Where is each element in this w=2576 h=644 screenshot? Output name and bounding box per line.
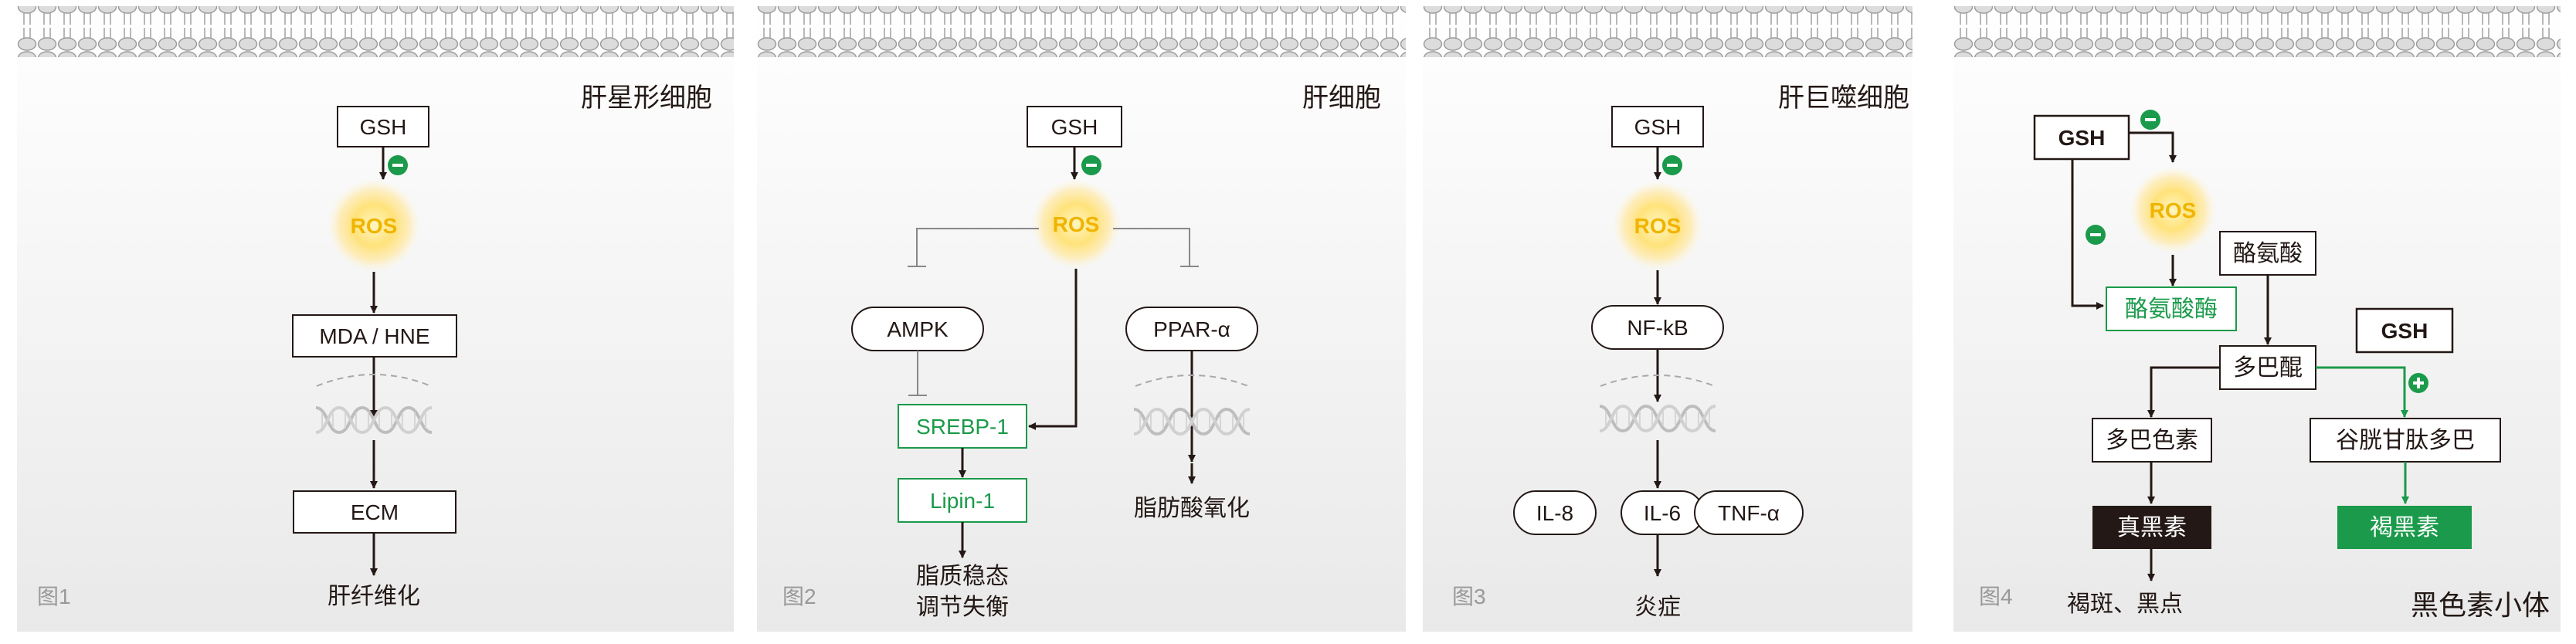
panel-hepatocyte: 肝细胞 GSH ROS AMPK PPAR-α SREBP-1 Lipin-1 … bbox=[757, 6, 1406, 632]
tnf-pill bbox=[1694, 490, 1804, 535]
srebp-box bbox=[898, 404, 1027, 449]
minus-icon bbox=[1086, 164, 1097, 167]
ros-glow bbox=[328, 179, 420, 272]
outcome-label: 褐斑、黑点 bbox=[2067, 591, 2183, 617]
gsh-top-box bbox=[2033, 114, 2130, 161]
panel-title: 黑色素小体 bbox=[2411, 589, 2550, 621]
pheomelanin-label: 褐黑素 bbox=[2370, 515, 2439, 541]
lipin-label: Lipin-1 bbox=[930, 489, 995, 513]
dopachrome-label: 多巴色素 bbox=[2106, 428, 2198, 453]
panel-title: 肝巨噬细胞 bbox=[1778, 83, 1909, 113]
tyrosine-label: 酪氨酸 bbox=[2233, 241, 2303, 266]
ampk-label: AMPK bbox=[887, 317, 949, 341]
dopaquinone-box bbox=[2219, 345, 2316, 390]
srebp-label: SREBP-1 bbox=[916, 415, 1009, 439]
mda-hne-box bbox=[292, 314, 457, 358]
il8-label: IL-8 bbox=[1536, 501, 1573, 525]
panel-hepatic-macrophage: 肝巨噬细胞 GSH ROS NF-kB IL-8 IL-6 TNF-α 炎症 图… bbox=[1423, 6, 1912, 632]
mda-hne-label: MDA / HNE bbox=[319, 324, 429, 348]
eumelanin-box bbox=[2092, 506, 2211, 549]
gsh-to-tyrosinase-arrow bbox=[2071, 159, 2104, 310]
cell-membrane bbox=[1953, 6, 2561, 57]
figure-label: 图3 bbox=[1452, 585, 1486, 608]
gsh-label: GSH bbox=[1051, 115, 1098, 139]
panel-hepatic-stellate-cell: 肝星形细胞 GSH ROS MDA / HNE ECM 肝纤维化 图1 bbox=[17, 6, 734, 632]
il6-label: IL-6 bbox=[1644, 501, 1681, 525]
il8-pill bbox=[1513, 490, 1597, 535]
dopaquinone-label: 多巴醌 bbox=[2233, 355, 2303, 381]
outcome-line2: 调节失衡 bbox=[916, 595, 1009, 620]
dopaquinone-to-glutathionyl-arrow bbox=[2316, 366, 2408, 418]
ppar-label: PPAR-α bbox=[1153, 317, 1230, 341]
figure-label: 图1 bbox=[37, 585, 71, 608]
ros-to-ppar-inhibit bbox=[1113, 228, 1190, 266]
pheomelanin-box bbox=[2337, 506, 2472, 549]
tyrosinase-box bbox=[2106, 286, 2237, 331]
minus-icon bbox=[2090, 233, 2101, 236]
ros-glow bbox=[2130, 167, 2216, 253]
outcome-line1: 脂质稳态 bbox=[916, 564, 1009, 589]
plus-icon-vertical bbox=[2417, 378, 2420, 388]
panel-melanosome: GSH ROS 酪氨酸酶 酪氨酸 GSH 多巴醌 多巴色素 谷胱甘肽多巴 bbox=[1953, 6, 2561, 632]
gsh-to-ros-arrow bbox=[2129, 131, 2177, 163]
ros-glow bbox=[1031, 179, 1121, 269]
gsh-box bbox=[337, 106, 429, 147]
cell-membrane bbox=[1423, 6, 1912, 57]
gsh-label: GSH bbox=[1634, 115, 1682, 139]
minus-icon bbox=[392, 164, 403, 167]
ros-label: ROS bbox=[1053, 212, 1100, 236]
nucleus-envelope bbox=[316, 374, 432, 387]
ecm-label: ECM bbox=[351, 500, 399, 524]
lipin-box bbox=[898, 478, 1027, 523]
figure-label: 图4 bbox=[1979, 585, 2013, 608]
outcome-label: 肝纤维化 bbox=[328, 584, 420, 609]
gsh-right-box bbox=[2355, 307, 2454, 354]
minus-icon bbox=[1667, 164, 1678, 167]
ros-to-srebp-arrow bbox=[1028, 269, 1078, 430]
cell-membrane bbox=[17, 6, 734, 57]
panel-title: 肝星形细胞 bbox=[581, 83, 712, 113]
cell-membrane bbox=[757, 6, 1406, 57]
ecm-box bbox=[293, 490, 456, 534]
figure-label: 图2 bbox=[782, 585, 816, 608]
gsh-top-label: GSH bbox=[2058, 126, 2106, 150]
gsh-label: GSH bbox=[360, 115, 407, 139]
minus-icon bbox=[2145, 118, 2156, 121]
gsh-box bbox=[1027, 106, 1122, 147]
panel-title: 肝细胞 bbox=[1302, 83, 1381, 113]
glutathionyl-dopa-label: 谷胱甘肽多巴 bbox=[2336, 428, 2475, 453]
tyrosinase-label: 酪氨酸酶 bbox=[2125, 297, 2218, 322]
nucleus-envelope bbox=[1135, 375, 1249, 387]
ros-glow bbox=[1613, 181, 1702, 270]
ros-to-ampk-inhibit bbox=[916, 228, 1039, 266]
tnf-label: TNF-α bbox=[1718, 501, 1780, 525]
gsh-box bbox=[1611, 106, 1704, 147]
dopaquinone-to-dopachrome-arrow bbox=[2147, 366, 2220, 418]
nucleus-envelope bbox=[1600, 375, 1716, 387]
tyrosine-box bbox=[2219, 231, 2316, 276]
ros-label: ROS bbox=[2150, 198, 2197, 222]
ros-label: ROS bbox=[351, 214, 398, 238]
gsh-right-label: GSH bbox=[2381, 319, 2428, 343]
outcome-label: 炎症 bbox=[1634, 595, 1681, 620]
ros-label: ROS bbox=[1634, 214, 1682, 238]
outcome-right-label: 脂肪酸氧化 bbox=[1134, 496, 1250, 521]
dopachrome-box bbox=[2092, 418, 2212, 463]
nfkb-label: NF-kB bbox=[1627, 316, 1688, 340]
eumelanin-label: 真黑素 bbox=[2117, 515, 2187, 541]
